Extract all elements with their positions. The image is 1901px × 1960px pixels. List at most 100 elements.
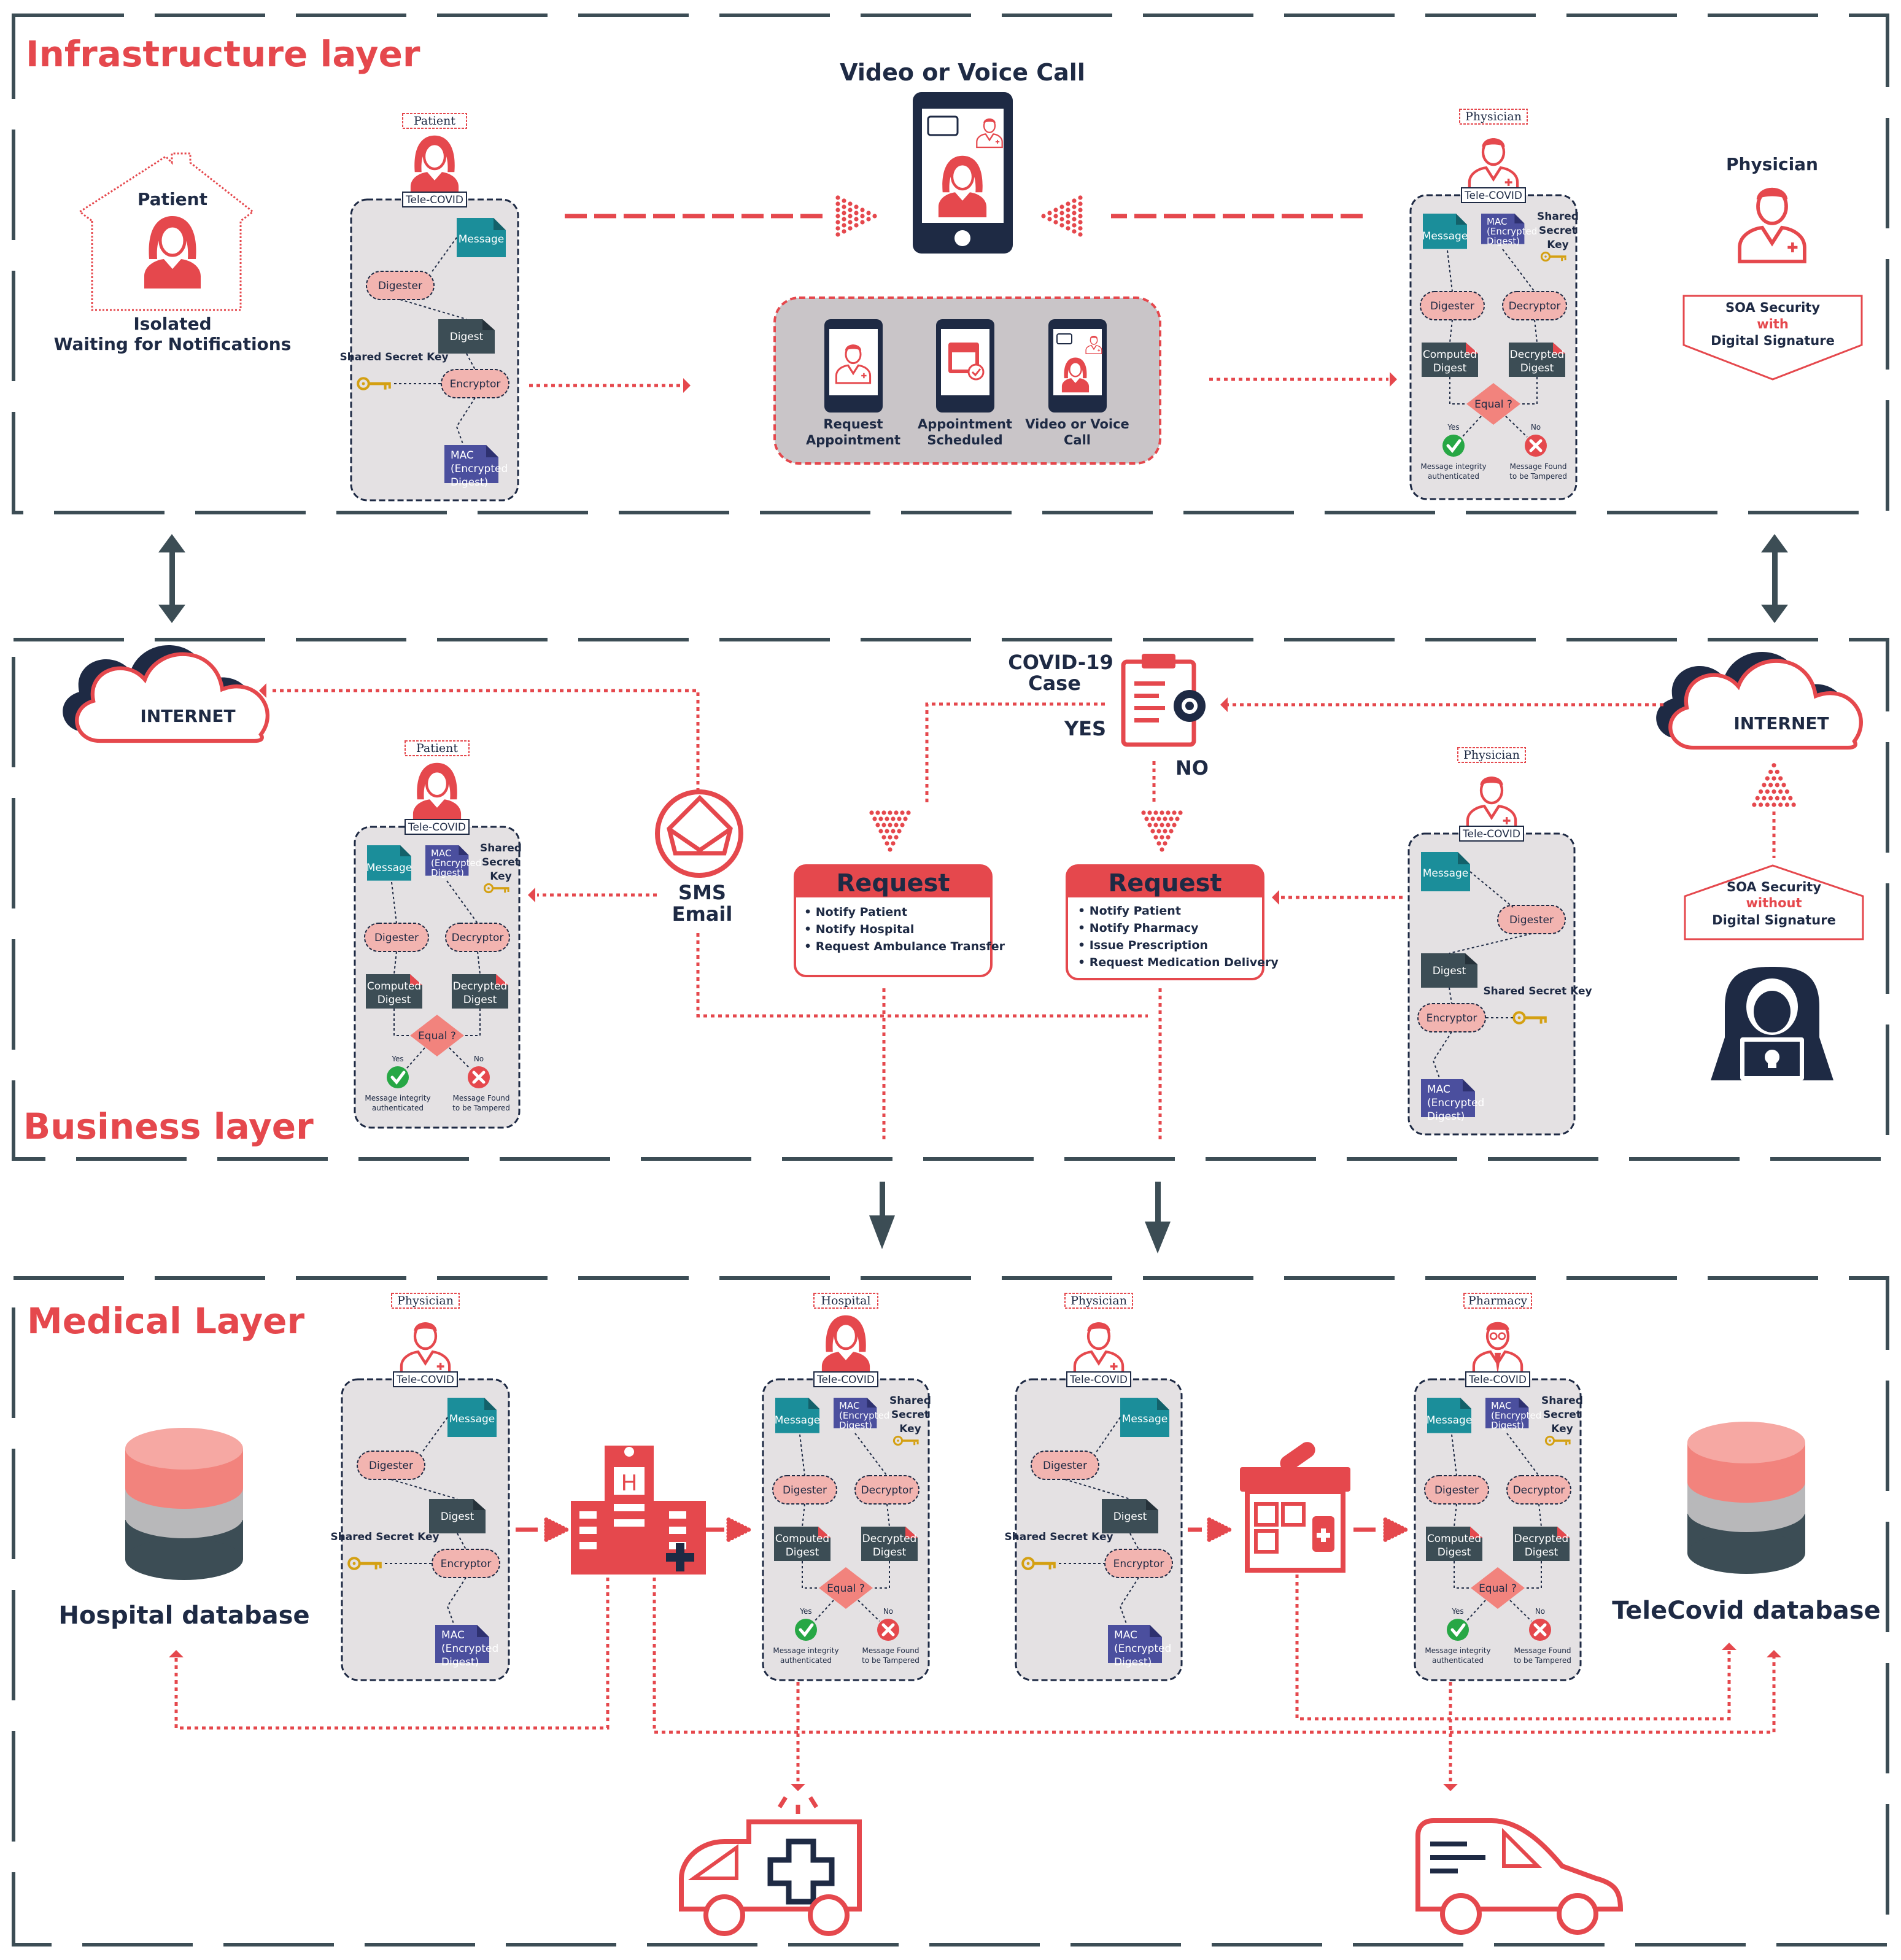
digester-to-digest	[1064, 1479, 1131, 1500]
digester-node-label: Digester	[1509, 914, 1554, 926]
pharmacy-receiver-module: PharmacyTele-COVIDMessageMAC(EncryptedDi…	[1414, 1293, 1583, 1681]
mac-label: MAC	[441, 1629, 465, 1641]
decrypted-digest-label: Digest	[873, 1546, 907, 1559]
digester-to-computed	[1449, 319, 1453, 343]
check-icon	[1442, 435, 1465, 457]
yes-label: Yes	[391, 1055, 403, 1063]
double-arrow-left	[158, 534, 185, 623]
down-arrow-no	[1145, 1182, 1171, 1253]
encryptor-node-label: Encryptor	[441, 1558, 492, 1570]
appointment-flow-panel: Request Appointment Appointment Schedule…	[773, 296, 1161, 465]
equal-decision	[1471, 1567, 1525, 1609]
role-tag-label: Physician	[1463, 748, 1520, 762]
medical-physician2-sender-module: PhysicianTele-COVIDMessageDigesterDigest…	[1004, 1293, 1183, 1681]
computed-to-equal	[802, 1561, 819, 1589]
app-2-line2: Scheduled	[927, 433, 1002, 447]
ok-line1: Message integrity	[1425, 1646, 1490, 1655]
app-2-line1: Appointment	[918, 417, 1012, 432]
role-tag-label: Patient	[414, 114, 455, 128]
home-patient-label: Patient	[137, 189, 207, 209]
mac-encrypted-label: (Encrypted	[1487, 226, 1537, 237]
key-label: Key	[1547, 239, 1569, 251]
cross-icon	[1525, 435, 1547, 457]
decrypted-digest-label: Digest	[463, 994, 497, 1006]
decryptor-to-decrypted	[886, 1503, 890, 1527]
cross-icon	[1529, 1619, 1551, 1641]
mac-to-decryptor	[854, 1433, 888, 1476]
covid-case-node: COVID-19 Case YES NO	[1008, 651, 1209, 780]
hacker-icon	[1711, 967, 1833, 1080]
digest-to-encryptor	[1129, 1533, 1139, 1550]
patient-receiver-module: PatientTele-COVIDMessageMAC(EncryptedDig…	[354, 740, 522, 1129]
hospital-module-arrow	[726, 1517, 751, 1542]
equal-label: Equal ?	[1474, 398, 1512, 411]
ok-line2: authenticated	[1428, 472, 1479, 481]
key-label: Key	[899, 1423, 921, 1435]
physician-icon	[1469, 138, 1517, 193]
app-tag-label: Tele-COVID	[408, 821, 466, 834]
decrypted-to-equal	[1525, 1561, 1542, 1589]
app-tag	[1461, 187, 1526, 203]
check-icon	[387, 1066, 409, 1088]
covid-line2: Case	[1028, 672, 1081, 695]
patient-icon	[413, 763, 461, 824]
message-label: Message	[1422, 230, 1468, 242]
computed-to-equal	[1454, 1561, 1471, 1589]
mac-digest-label: Digest)	[1487, 236, 1520, 247]
request-yes-item-2: • Notify Hospital	[804, 923, 914, 936]
mac-encrypted-label: (Encrypted	[839, 1410, 889, 1421]
sms-label: SMS	[678, 881, 726, 904]
no-request-arrow	[1141, 810, 1183, 852]
mac-label: MAC	[451, 449, 474, 462]
app-tag-label: Tele-COVID	[1069, 1374, 1128, 1386]
cross-icon	[468, 1066, 490, 1088]
soa-up-arrow	[1752, 763, 1796, 807]
bad-line1: Message Found	[1509, 462, 1566, 471]
digester-to-digest	[1449, 933, 1532, 954]
ambulance-icon	[679, 1796, 862, 1936]
encryptor-node	[432, 1549, 500, 1578]
hospital-to-db-flow	[174, 1578, 610, 1730]
app-tag-label: Tele-COVID	[816, 1374, 875, 1386]
panel-arrow-left	[683, 378, 691, 393]
decryptor-to-decrypted	[1538, 1503, 1542, 1527]
app-appointment-scheduled: Appointment Scheduled	[918, 319, 1012, 447]
soa-nosig-line3: Digital Signature	[1712, 913, 1836, 928]
envelope-icon	[667, 795, 733, 856]
role-tag	[1463, 1293, 1532, 1309]
encryptor-to-mac	[1432, 1031, 1452, 1079]
ambulance-arrow	[791, 1784, 805, 1791]
decryptor-node-label: Decryptor	[1509, 300, 1561, 312]
digest-label: Digest	[1433, 965, 1466, 977]
equal-decision	[1466, 383, 1520, 425]
request-no-item-4: • Request Medication Delivery	[1078, 956, 1279, 969]
message-label: Message	[1427, 1414, 1473, 1427]
message-label: Message	[449, 1413, 495, 1425]
telecovid-db-arrow	[1767, 1650, 1781, 1657]
role-tag	[813, 1293, 878, 1309]
role-tag-label: Physician	[1071, 1294, 1127, 1307]
app-tag	[402, 192, 467, 207]
soa-nosig-line2: without	[1746, 896, 1802, 910]
mac-encrypted-label: (Encrypted	[441, 1643, 498, 1655]
physician-icon	[1075, 1322, 1123, 1377]
role-tag-label: Physician	[1465, 110, 1522, 123]
role-tag	[405, 740, 470, 756]
mac-label: MAC	[1487, 216, 1507, 227]
covid-arrow	[1220, 697, 1228, 712]
internet-cloud-right: INTERNET	[1656, 652, 1861, 748]
message-to-digester	[1447, 250, 1453, 292]
app-tag-label: Tele-COVID	[1468, 1374, 1527, 1386]
app-tag-label: Tele-COVID	[1464, 190, 1522, 202]
message-label: Message	[1423, 867, 1469, 880]
ok-line2: authenticated	[1432, 1656, 1484, 1665]
check-icon	[1447, 1619, 1469, 1641]
digester-node-label: Digester	[783, 1484, 827, 1497]
infrastructure-frame	[12, 14, 1889, 514]
mac-digest-label: Digest)	[451, 476, 488, 489]
patient-module-arrow	[528, 888, 535, 902]
video-call-phone: Video or Voice Call	[840, 59, 1085, 254]
role-tag-label: Hospital	[821, 1294, 870, 1307]
yes-request-arrow	[869, 810, 911, 852]
request-no-title: Request	[1108, 869, 1222, 897]
